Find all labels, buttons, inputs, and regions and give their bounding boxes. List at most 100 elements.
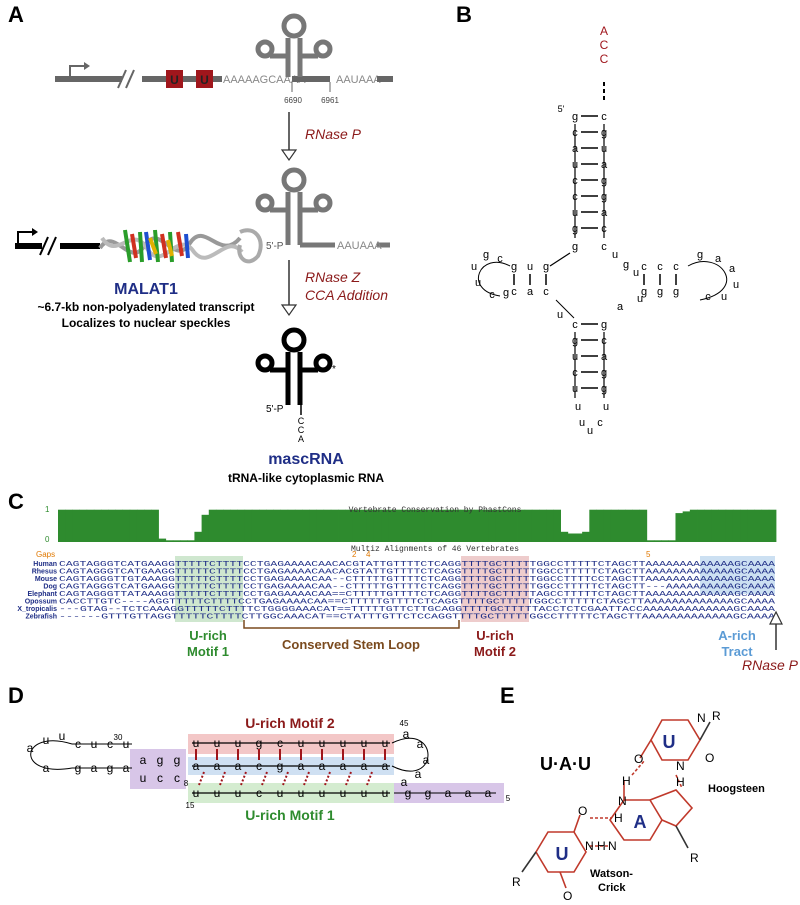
u-box-2 bbox=[196, 70, 213, 88]
t-loop-nt: c bbox=[705, 291, 711, 303]
alignment-sequence: CAGTAGGGTCATGAAGGTTTTTCTTTTCCTGAGAAAACAA… bbox=[59, 569, 776, 577]
d-arm-link bbox=[549, 252, 571, 267]
conservation-bar bbox=[108, 509, 116, 542]
left-loop-nt: u bbox=[43, 733, 50, 747]
d-stem-top-nt: g bbox=[543, 261, 549, 273]
alignment-sequence: CAGTAGGGTCATGAAGGTTTTTCTTTTCCTGAGAAAACAA… bbox=[59, 584, 776, 592]
conservation-bar bbox=[546, 509, 554, 542]
conservation-bar bbox=[158, 538, 167, 542]
conservation-bar bbox=[539, 509, 547, 542]
track1-title: Vertebrate Conservation by PhastCons bbox=[349, 506, 522, 515]
purple-top-nt: g bbox=[174, 753, 181, 767]
conservation-bar bbox=[330, 509, 339, 542]
junction-nt: u bbox=[612, 249, 618, 261]
panel-label-a: A bbox=[8, 2, 24, 27]
conservation-bar bbox=[165, 540, 174, 542]
arrow-step-2 bbox=[280, 260, 298, 317]
t-loop-nt: a bbox=[729, 263, 736, 275]
t-loop-nt: u bbox=[721, 291, 727, 303]
gaps-label: Gaps bbox=[36, 550, 55, 559]
junction-nt: a bbox=[617, 301, 624, 313]
acceptor-left-nt: g bbox=[572, 111, 578, 123]
rnase-p-cut-arrow bbox=[769, 610, 783, 650]
species-label: Opossum bbox=[25, 599, 57, 606]
conservation-bar bbox=[309, 509, 317, 542]
d-stem-bot-nt: a bbox=[527, 286, 534, 298]
d-loop-nt: g bbox=[503, 287, 509, 299]
conservation-bar bbox=[323, 509, 332, 542]
right-loop-nt: a bbox=[423, 753, 430, 767]
atom-h-2: H bbox=[622, 774, 631, 788]
label-a-rich-1: A-rich bbox=[718, 628, 756, 643]
conservation-bar bbox=[567, 533, 576, 542]
alignment-sequence: ---GTAG--TCTCAAAGGTTTTTCTTTTCTGGGGAAACAT… bbox=[59, 606, 776, 614]
d-loop-nt: c bbox=[489, 289, 495, 301]
pos-label-6961: 6961 bbox=[321, 96, 339, 105]
alignment-sequence: CACCTTGTC----AGGTTTTTCTTTTCCTGAGAAAACAA=… bbox=[59, 599, 776, 607]
gap-mark-2: 2 bbox=[352, 550, 357, 559]
conservation-bar bbox=[711, 509, 719, 542]
d-loop-backbone bbox=[478, 261, 511, 297]
conservation-bar bbox=[72, 509, 80, 542]
d-stem-bot-nt: c bbox=[543, 286, 549, 298]
conservation-bar bbox=[524, 509, 533, 542]
t-loop-nt: g bbox=[697, 249, 703, 261]
conservation-bar bbox=[697, 509, 705, 542]
mature-star: * bbox=[332, 364, 336, 375]
highlight-a-rich bbox=[700, 556, 775, 594]
conservation-bar bbox=[194, 531, 202, 542]
conservation-bar bbox=[639, 509, 648, 542]
d-stem-top-nt: g bbox=[511, 261, 517, 273]
conservation-bar bbox=[495, 509, 504, 542]
gene-break-1 bbox=[117, 69, 127, 89]
anti-loop-nt: u bbox=[579, 417, 585, 429]
t-stem-bot-nt: g bbox=[641, 286, 647, 298]
junction-right-nt: c bbox=[601, 241, 607, 253]
ring-adenine-5 bbox=[649, 789, 694, 827]
conservation-bar bbox=[187, 540, 195, 542]
panel-label-c: C bbox=[8, 489, 24, 514]
num-45: 45 bbox=[400, 719, 409, 728]
atom-h-3: H bbox=[676, 775, 685, 789]
label-watson: Watson- bbox=[590, 868, 633, 880]
uau-title: U·A·U bbox=[540, 754, 591, 774]
cca-a: A bbox=[298, 434, 304, 444]
conservation-bar bbox=[474, 509, 483, 542]
conservation-bar bbox=[589, 509, 597, 542]
label-u-rich-1b: Motif 1 bbox=[187, 644, 229, 659]
conservation-bar bbox=[287, 509, 296, 542]
base-u-hoogsteen: U bbox=[663, 732, 676, 752]
conservation-bar bbox=[424, 509, 432, 542]
label-motif1: U-rich Motif 1 bbox=[245, 807, 335, 823]
atom-o-3: O bbox=[563, 889, 572, 903]
trna-cloverleaf-processed bbox=[255, 167, 390, 248]
d-loop-nt: g bbox=[483, 249, 489, 261]
atom-h-4: H bbox=[597, 839, 606, 853]
conservation-bar bbox=[503, 509, 511, 542]
anti-loop-nt: u bbox=[575, 401, 581, 413]
label-u-rich-2b: Motif 2 bbox=[474, 644, 516, 659]
promoter-arrowhead bbox=[84, 62, 90, 70]
conservation-bar bbox=[280, 509, 289, 542]
conservation-bar bbox=[603, 509, 612, 542]
conservation-bar bbox=[553, 509, 561, 542]
right-loop-nt: a bbox=[417, 737, 424, 751]
label-u-rich-2a: U-rich bbox=[476, 628, 514, 643]
conservation-bar bbox=[460, 509, 468, 542]
conservation-bar bbox=[122, 509, 131, 542]
arrow-step-1 bbox=[280, 112, 298, 162]
conservation-bar bbox=[79, 509, 88, 542]
label-crick: Crick bbox=[598, 882, 626, 894]
conservation-bar bbox=[646, 540, 655, 542]
conservation-bar bbox=[359, 509, 368, 542]
anti-right-nt: g bbox=[601, 319, 607, 331]
conservation-bar bbox=[704, 509, 712, 542]
atom-n-2: N bbox=[585, 839, 594, 853]
purple-bot-nt: u bbox=[140, 771, 147, 785]
right-loop-nt: a bbox=[403, 727, 410, 741]
malat1-title: MALAT1 bbox=[114, 281, 178, 298]
conservation-bar bbox=[230, 509, 238, 542]
conservation-bar bbox=[675, 513, 684, 542]
t-stem-top-nt: c bbox=[673, 261, 679, 273]
base-a: A bbox=[634, 812, 647, 832]
